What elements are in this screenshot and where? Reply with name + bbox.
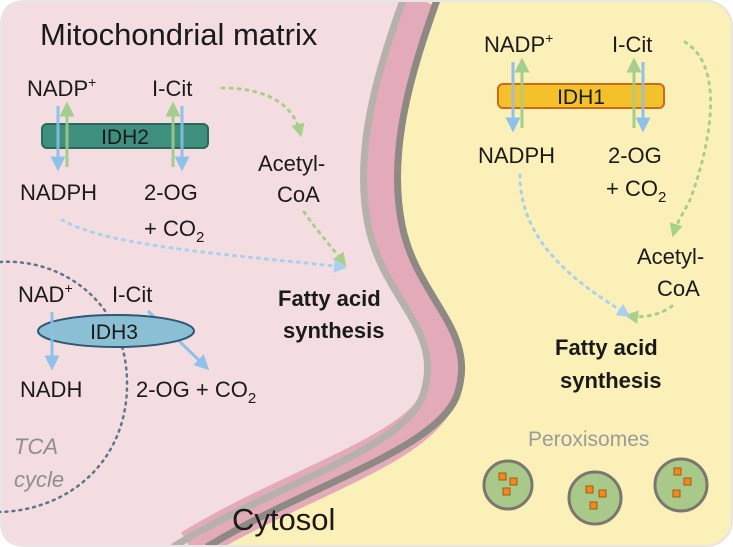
matrix-acetyl-line1: Acetyl- xyxy=(258,151,325,176)
idh1-nadp-label: NADP+ xyxy=(484,30,553,57)
idh1-enzyme-bar xyxy=(497,83,665,109)
idh1-product-line1: 2-OG xyxy=(608,143,662,168)
cytosol-acetyl-line1: Acetyl- xyxy=(637,244,704,269)
idh1-nadph-label: NADPH xyxy=(478,143,555,168)
matrix-nadph-to-fas-arrow xyxy=(60,218,348,273)
peroxisome-3 xyxy=(653,457,709,513)
idh2-product-line2: + CO2 xyxy=(144,216,204,246)
cytosol-nadph-to-fas-arrow xyxy=(518,173,631,317)
peroxisome-2 xyxy=(567,470,623,526)
mito-membrane-pink xyxy=(181,0,462,547)
idh2-product-line1: 2-OG xyxy=(144,180,198,205)
matrix-acetyl-line2: CoA xyxy=(277,182,320,207)
cytosol-acetyl-line2: CoA xyxy=(657,276,700,301)
matrix-icit-to-acetylcoa-arrow xyxy=(220,86,305,138)
mito-outer-membrane xyxy=(205,0,466,547)
mito-inner-membrane xyxy=(171,0,432,547)
cytosol-fas-line1: Fatty acid xyxy=(555,335,658,360)
idh3-enzyme-ellipse xyxy=(37,314,195,348)
idh2-enzyme-label: IDH2 xyxy=(101,126,149,149)
idh1-icit-label: I-Cit xyxy=(612,32,652,57)
idh2-nadph-label: NADPH xyxy=(20,180,97,205)
tca-cycle-circle xyxy=(0,260,129,514)
idh3-icit-label: I-Cit xyxy=(112,282,152,307)
matrix-fas-line2: synthesis xyxy=(283,318,385,343)
cytosol-fas-line2: synthesis xyxy=(560,368,662,393)
matrix-fas-line1: Fatty acid xyxy=(278,286,381,311)
tca-label-line1: TCA xyxy=(14,434,58,459)
tca-label-line2: cycle xyxy=(14,467,64,492)
idh3-enzyme-label: IDH3 xyxy=(90,321,138,344)
idh3-nadh-label: NADH xyxy=(20,377,82,402)
cytosol-icit-to-acetylcoa-arrow xyxy=(669,40,713,238)
idh3-nad-label: NAD+ xyxy=(18,280,73,307)
idh1-enzyme-label: IDH1 xyxy=(557,86,605,109)
peroxisome-1 xyxy=(482,459,534,511)
idh2-nadp-label: NADP+ xyxy=(27,74,96,101)
cytosol-title: Cytosol xyxy=(232,502,335,537)
matrix-acetylcoa-to-fas-arrow xyxy=(302,210,347,267)
cytosol-acetylcoa-to-fas-arrow xyxy=(624,304,674,324)
idh1-product-line2: + CO2 xyxy=(606,176,666,206)
mito-matrix-title: Mitochondrial matrix xyxy=(40,17,318,52)
idh2-enzyme-bar xyxy=(41,123,209,149)
idh2-icit-label: I-Cit xyxy=(152,76,192,101)
peroxisomes-label: Peroxisomes xyxy=(528,428,649,451)
idh3-product-label: 2-OG + CO2 xyxy=(136,377,256,407)
